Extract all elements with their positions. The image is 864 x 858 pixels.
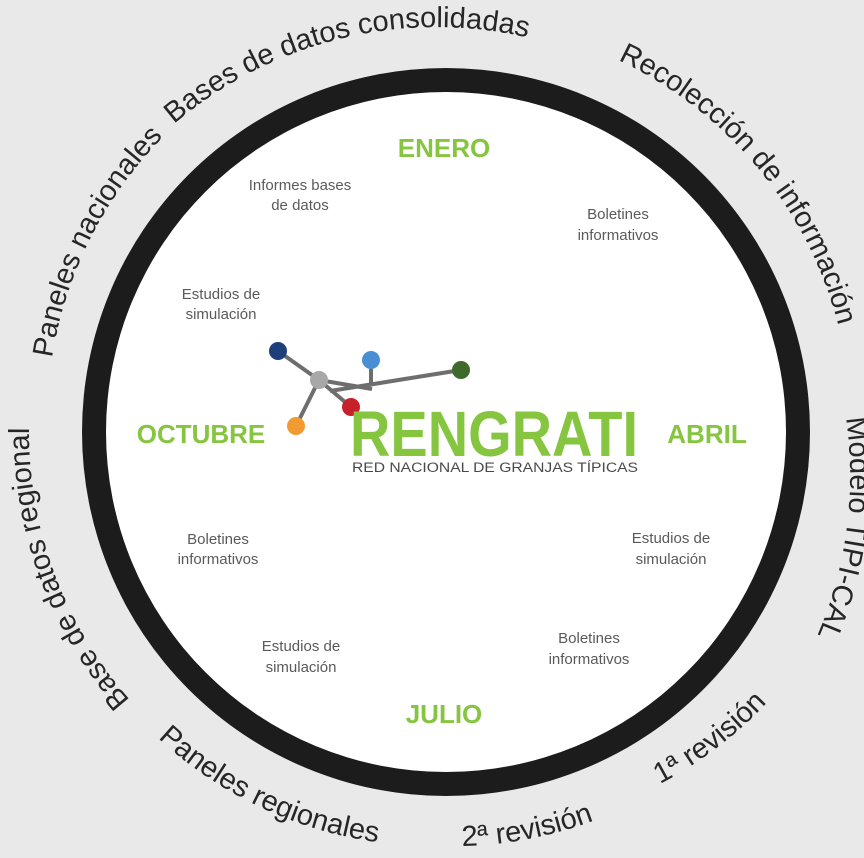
- item-boletines-lm-line2: informativos: [178, 551, 259, 568]
- month-enero: ENERO: [398, 133, 490, 163]
- inner-disc: [106, 92, 786, 772]
- ring-label-right-text: Modelo TIPI-CAL: [811, 415, 864, 645]
- logo-rengrati: RENGRATI: [350, 398, 638, 470]
- node-navy: [269, 342, 287, 360]
- item-informes-line1: Informes bases: [249, 177, 352, 194]
- node-red: [342, 398, 360, 416]
- item-boletines-lm-line1: Boletines: [187, 531, 249, 548]
- item-boletines-tr-line1: Boletines: [587, 206, 649, 223]
- item-boletines-tr-line2: informativos: [578, 227, 659, 244]
- item-estudios-rm-line2: simulación: [636, 551, 707, 568]
- logo-network-icon: [269, 342, 470, 435]
- item-boletines-br-line1: Boletines: [558, 630, 620, 647]
- item-estudios-lu-line1: Estudios de: [182, 286, 260, 303]
- node-blue: [362, 351, 380, 369]
- item-informes-line2: de datos: [271, 197, 329, 214]
- item-estudios-rm-line1: Estudios de: [632, 530, 710, 547]
- month-abril: ABRIL: [667, 419, 747, 449]
- month-julio: JULIO: [406, 699, 483, 729]
- item-boletines-br-line2: informativos: [549, 651, 630, 668]
- item-estudios-bl-line2: simulación: [266, 659, 337, 676]
- ring-label-bottom-right-2-text: 2ª revisión: [461, 797, 596, 853]
- month-octubre: OCTUBRE: [137, 419, 266, 449]
- node-gray: [310, 371, 328, 389]
- node-darkgreen: [452, 361, 470, 379]
- logo-subtitle: RED NACIONAL DE GRANJAS TÍPICAS: [352, 460, 638, 475]
- item-estudios-bl-line1: Estudios de: [262, 638, 340, 655]
- ring-label-bottom-right-2: 2ª revisión: [461, 797, 596, 853]
- item-estudios-lu-line2: simulación: [186, 306, 257, 323]
- node-orange: [287, 417, 305, 435]
- ring-label-right: Modelo TIPI-CAL: [811, 415, 864, 645]
